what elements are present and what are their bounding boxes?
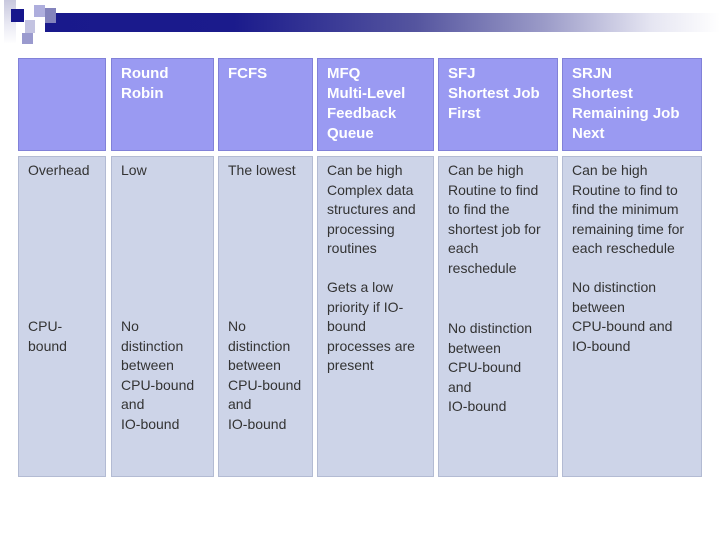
body-cell-srjn: Can be high Routine to find to find the … (562, 156, 702, 477)
fcfs-overhead-text: The lowest (228, 162, 296, 178)
srjn-cpu-bound-text: No distinction between CPU-bound and IO-… (572, 279, 673, 354)
banner-vertical-bar (4, 0, 16, 44)
row-label-cpu-bound: CPU- bound (28, 318, 67, 354)
banner-square-light-lavender (25, 20, 35, 33)
banner-square-periwinkle (34, 5, 45, 17)
fcfs-cpu-bound-text: No distinction between CPU-bound and IO-… (228, 318, 302, 432)
banner-square-mid-lavender (22, 33, 33, 44)
body-cell-round-robin: Low No distinction between CPU-bound and… (111, 156, 214, 477)
round-robin-cpu-bound-text: No distinction between CPU-bound and IO-… (121, 318, 195, 432)
header-cell-row-labels (18, 58, 106, 151)
banner-square-navy (11, 9, 24, 22)
round-robin-overhead-text: Low (121, 162, 147, 178)
slide-banner (0, 0, 720, 50)
body-cell-mfq: Can be high Complex data structures and … (317, 156, 434, 477)
header-cell-round-robin: Round Robin (111, 58, 214, 151)
srjn-overhead-text: Can be high Routine to find to find the … (572, 162, 685, 256)
sfj-cpu-bound-text: No distinction between CPU-bound and IO-… (448, 320, 533, 414)
header-cell-srjn: SRJN Shortest Remaining Job Next (562, 58, 702, 151)
mfq-cpu-bound-text: Gets a low priority if IO- bound process… (327, 279, 415, 373)
header-cell-sfj: SFJ Shortest Job First (438, 58, 558, 151)
banner-square-slate (45, 8, 56, 23)
body-cell-fcfs: The lowest No distinction between CPU-bo… (218, 156, 313, 477)
header-cell-mfq: MFQ Multi-Level Feedback Queue (317, 58, 434, 151)
sfj-overhead-text: Can be high Routine to find to find the … (448, 162, 541, 276)
scheduling-comparison-table: Round Robin FCFS MFQ Multi-Level Feedbac… (18, 58, 708, 478)
mfq-overhead-text: Can be high Complex data structures and … (327, 162, 416, 256)
row-label-overhead: Overhead (28, 162, 90, 178)
body-cell-row-labels: Overhead CPU- bound (18, 156, 106, 477)
header-cell-fcfs: FCFS (218, 58, 313, 151)
body-cell-sfj: Can be high Routine to find to find the … (438, 156, 558, 477)
banner-gradient-bar (45, 13, 720, 32)
